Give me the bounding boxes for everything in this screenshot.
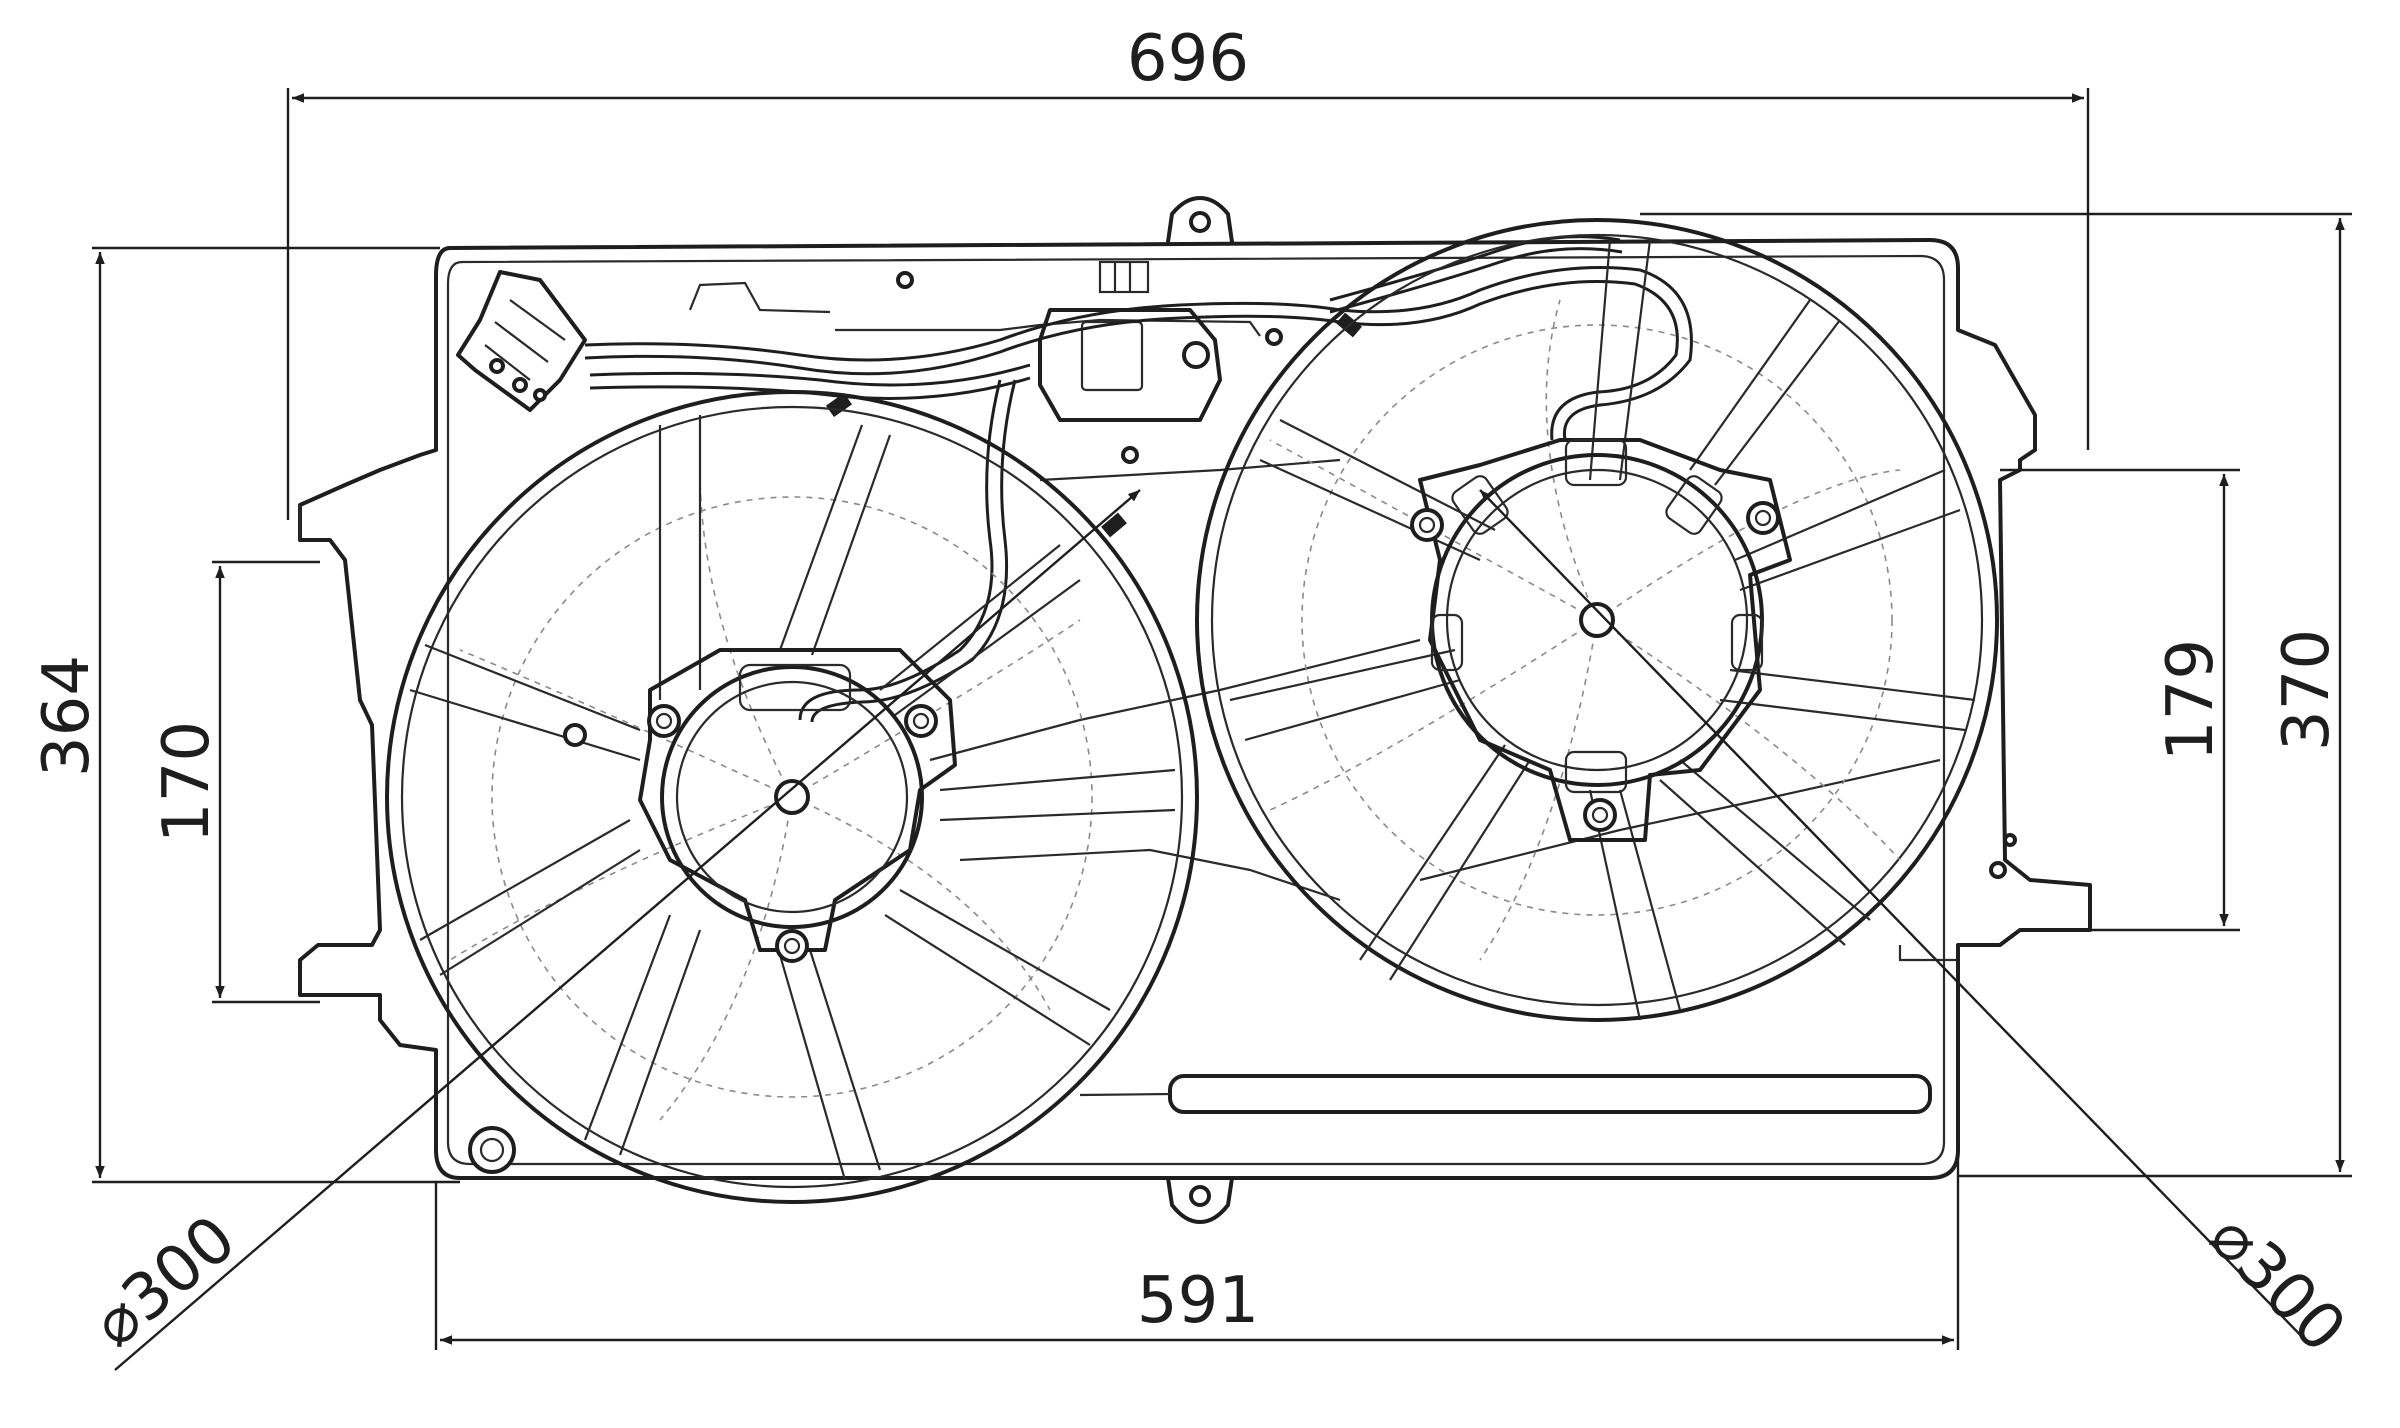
dim-overall-height: 364	[30, 655, 104, 777]
dim-left-fan-height: 170	[150, 721, 224, 843]
center-connector	[1038, 308, 1222, 422]
dim-right-height: 370	[2270, 629, 2344, 751]
bottom-left-boss	[468, 1126, 516, 1174]
dim-overall-width: 696	[1127, 22, 1249, 96]
dim-right-fan-height: 179	[2154, 639, 2228, 761]
dim-frame-width: 591	[1137, 1264, 1259, 1338]
right-fan-spokes	[1229, 239, 1976, 1021]
dimension-lines	[92, 88, 2352, 1371]
right-motor-bracket	[1418, 438, 1792, 842]
dim-left-fan-diameter: ⌀300	[79, 1202, 250, 1362]
right-fan-ring	[1195, 218, 1999, 1022]
plug-connector	[456, 270, 587, 412]
top-mount-hole	[1189, 211, 1211, 233]
left-motor-bracket	[638, 648, 957, 952]
dim-right-fan-diameter: ⌀300	[2195, 1200, 2360, 1367]
left-fan-spokes	[409, 415, 1176, 1181]
right-hub	[1579, 602, 1615, 638]
bottom-mount-hole	[1189, 1185, 1211, 1207]
bottom-rib	[1168, 1074, 1932, 1114]
left-fan-ring	[385, 390, 1199, 1204]
left-hub	[774, 779, 810, 815]
left-fan	[385, 390, 1199, 1204]
right-fan	[1195, 218, 1999, 1022]
shroud-frame	[298, 196, 2092, 1224]
left-motor	[660, 665, 924, 929]
connector-and-wiring	[456, 235, 1693, 723]
